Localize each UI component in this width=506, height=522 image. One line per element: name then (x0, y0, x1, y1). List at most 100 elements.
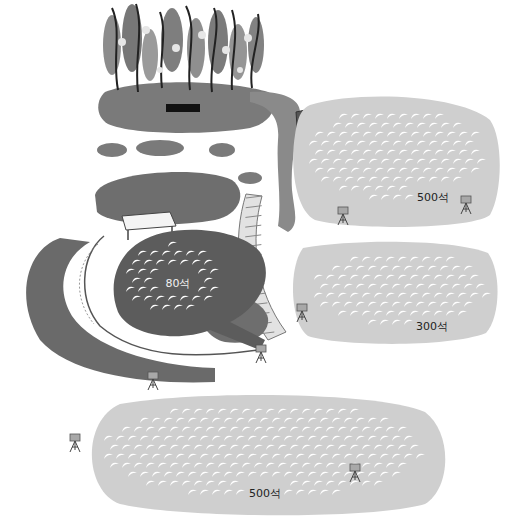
seat (446, 166, 456, 173)
seat (422, 166, 432, 173)
seat (428, 157, 438, 164)
seat (163, 434, 173, 441)
seat (421, 273, 431, 280)
speaker-stand (338, 207, 348, 225)
seat (319, 470, 329, 477)
seat (356, 139, 366, 146)
seat (127, 470, 137, 477)
seat (361, 291, 371, 298)
seat (143, 276, 153, 283)
seat (392, 193, 402, 200)
seat (313, 443, 323, 450)
seat (307, 416, 317, 423)
seat (416, 139, 426, 146)
seat (199, 470, 209, 477)
seat (137, 285, 147, 292)
seat (137, 267, 147, 274)
seat (361, 273, 371, 280)
seat (385, 461, 395, 468)
seat (149, 249, 159, 256)
seat (157, 479, 167, 486)
seat (295, 416, 305, 423)
seat (343, 452, 353, 459)
trees (103, 4, 264, 92)
seat (434, 148, 444, 155)
seat (379, 470, 389, 477)
seat (121, 461, 131, 468)
seat (398, 112, 408, 119)
seat (349, 443, 359, 450)
seat (139, 434, 149, 441)
seat (349, 273, 359, 280)
seat (175, 434, 185, 441)
seat (391, 434, 401, 441)
seat (325, 407, 335, 414)
speaker-stand (297, 304, 307, 322)
seat (355, 434, 365, 441)
seat (301, 425, 311, 432)
seat (211, 488, 221, 495)
seat (313, 425, 323, 432)
seat (338, 148, 348, 155)
seat (223, 470, 233, 477)
seat (463, 300, 473, 307)
seat (103, 434, 113, 441)
seat (379, 452, 389, 459)
seat (392, 139, 402, 146)
seat (209, 267, 219, 274)
seat (367, 318, 377, 325)
seat (457, 291, 467, 298)
seat (343, 264, 353, 271)
seat (422, 112, 432, 119)
seat (319, 434, 329, 441)
seat (391, 264, 401, 271)
seat (325, 461, 335, 468)
area-outline (288, 238, 502, 348)
seat (247, 416, 257, 423)
seat (343, 434, 353, 441)
seat (211, 452, 221, 459)
hedges (95, 140, 262, 224)
seat (379, 318, 389, 325)
seat (235, 488, 245, 495)
seat (343, 416, 353, 423)
seat (463, 282, 473, 289)
seat (325, 291, 335, 298)
seat (314, 148, 324, 155)
seat (199, 452, 209, 459)
seat (191, 294, 201, 301)
seat (344, 121, 354, 128)
seat (289, 461, 299, 468)
seat (391, 282, 401, 289)
seat (163, 452, 173, 459)
seat (199, 434, 209, 441)
seat (145, 479, 155, 486)
seat (277, 443, 287, 450)
seat (157, 425, 167, 432)
seat-count: 300석 (416, 320, 448, 333)
seat (115, 452, 125, 459)
seating-area: 500석 (290, 95, 502, 230)
seat (386, 184, 396, 191)
seat (337, 291, 347, 298)
seat (125, 285, 135, 292)
seat (326, 166, 336, 173)
seat (175, 416, 185, 423)
seat (143, 294, 153, 301)
speaker-stand (70, 434, 80, 452)
seat (361, 309, 371, 316)
seat (307, 434, 317, 441)
seat (181, 479, 191, 486)
seat (283, 434, 293, 441)
seat (193, 443, 203, 450)
seat (343, 470, 353, 477)
seat (187, 488, 197, 495)
seat (391, 300, 401, 307)
seat (265, 443, 275, 450)
seat (367, 300, 377, 307)
seat (259, 470, 269, 477)
seat (173, 249, 183, 256)
seat (385, 443, 395, 450)
seat (410, 130, 420, 137)
